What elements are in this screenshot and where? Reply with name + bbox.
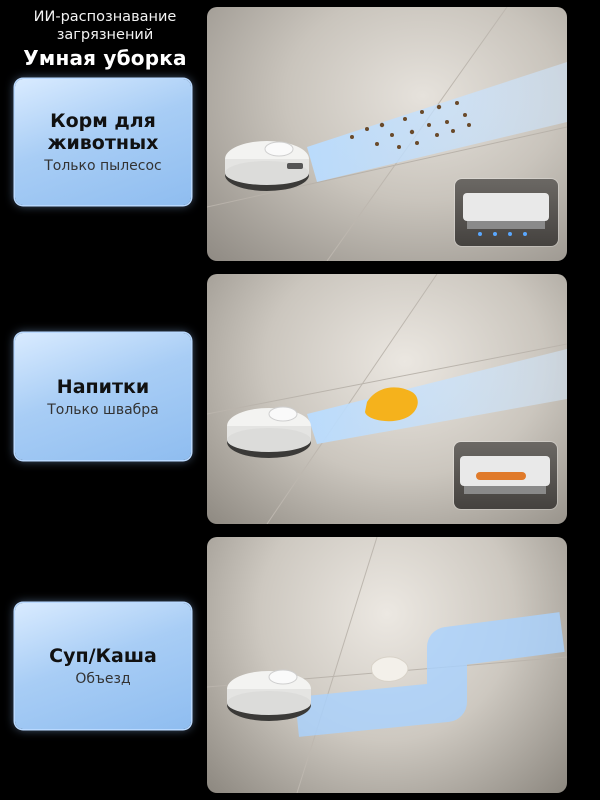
card-subtitle: Только пылесос	[44, 158, 162, 174]
header-subtitle-line2: загрязнений	[56, 27, 154, 43]
card-subtitle: Только швабра	[47, 401, 159, 418]
header: ИИ-распознавание загрязнений Умная уборк…	[10, 8, 200, 70]
cleaning-path	[307, 62, 567, 182]
card-pet-food: Корм для животных Только пылесос	[15, 79, 191, 205]
scene-drinks-illustration	[207, 274, 567, 524]
robot-mop-icon	[227, 406, 311, 458]
scene-soup-photo	[207, 537, 567, 793]
card-title-line1: Суп/Каша	[49, 645, 157, 667]
header-title: Умная уборка	[23, 46, 187, 70]
avoidance-path	[295, 612, 565, 737]
card-subtitle: Объезд	[75, 671, 131, 687]
scene-pet-food-photo	[207, 7, 567, 261]
soup-stain	[371, 656, 409, 682]
cleaning-path	[307, 349, 567, 444]
robot-avoid-icon	[227, 669, 311, 721]
mop-detail-inset	[454, 442, 557, 509]
vacuum-detail-inset	[455, 179, 558, 246]
card-title-line1: Напитки	[56, 375, 150, 398]
scene-pet-food-illustration	[207, 7, 567, 261]
card-soup: Суп/Каша Объезд	[15, 603, 191, 729]
card-drinks: Напитки Только швабра	[15, 333, 191, 460]
scene-drinks-photo	[207, 274, 567, 524]
card-title-line1: Корм для	[50, 110, 156, 132]
card-title-line2: животных	[47, 132, 159, 154]
robot-vacuum-icon	[225, 141, 309, 191]
spill-stain	[365, 387, 418, 422]
scene-soup-illustration	[207, 537, 567, 793]
header-subtitle-line1: ИИ-распознавание	[33, 9, 177, 25]
